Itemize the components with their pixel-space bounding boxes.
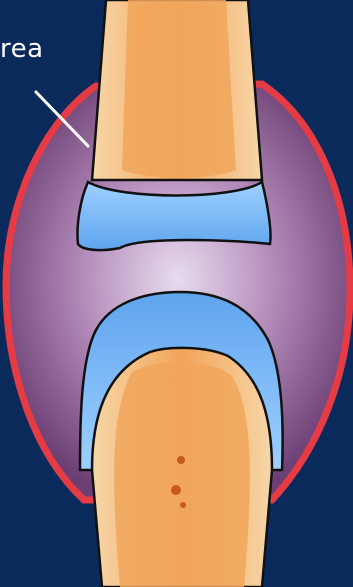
marrow-spot [171, 485, 181, 495]
upper-bone-marrow [122, 0, 236, 178]
marrow-spot [177, 456, 185, 464]
area-label: rea [0, 34, 44, 64]
marrow-spot [180, 502, 186, 508]
lower-bone-marrow [114, 362, 250, 587]
